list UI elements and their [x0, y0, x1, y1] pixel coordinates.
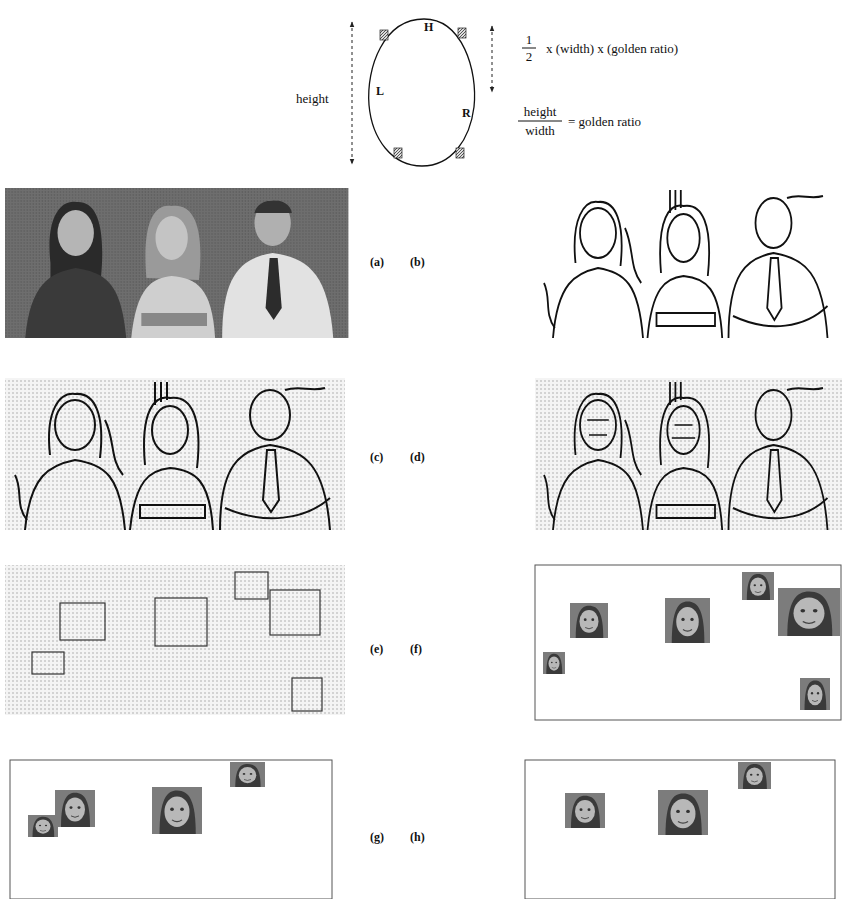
fraction-denominator: 2 [526, 50, 533, 64]
illustration-part [543, 652, 565, 674]
candidate-crops-f [535, 565, 841, 720]
illustration-part [5, 188, 348, 338]
formula-text: = golden ratio [568, 115, 641, 129]
illustration-part [152, 787, 202, 834]
feature-marker [394, 148, 402, 158]
edge-map-d [535, 378, 842, 530]
illustration-part [254, 200, 291, 213]
illustration-part [565, 793, 605, 828]
illustration-part [5, 565, 345, 715]
illustration-part [658, 790, 708, 835]
panel-label: (b) [410, 256, 425, 269]
illustration-part [544, 382, 828, 530]
feature-marker [456, 148, 464, 158]
illustration-part [525, 760, 835, 899]
formula-text: x (width) x (golden ratio) [546, 42, 678, 56]
illustration-part [522, 48, 536, 49]
illustration-part [60, 603, 105, 640]
panel-label: (d) [410, 451, 425, 464]
panel-label: (e) [370, 643, 383, 656]
illustration-part [570, 603, 608, 638]
illustration-part [155, 216, 187, 260]
candidate-boxes-e [5, 565, 345, 715]
illustration-part [131, 276, 215, 338]
panel-label: (f) [410, 643, 422, 656]
fraction-numerator: 1 [526, 33, 533, 47]
illustration-part [738, 762, 771, 789]
illustration-part [15, 382, 330, 530]
illustration-part [145, 206, 200, 280]
illustration-part [535, 188, 842, 338]
photo-a [5, 188, 348, 338]
illustration-part [518, 121, 562, 122]
illustration-part [800, 678, 830, 710]
oval-path [369, 19, 475, 166]
region-letter: L [376, 85, 384, 97]
feature-marker [380, 30, 388, 40]
region-letter: R [462, 107, 471, 119]
illustration-part [292, 678, 322, 711]
illustration-part [778, 588, 840, 636]
panel-label: (g) [370, 831, 384, 844]
edge-map-c [5, 378, 345, 530]
fraction-denominator: width [525, 124, 555, 138]
region-letter: H [424, 21, 433, 33]
dimension-label: height [296, 92, 329, 106]
illustration-part [535, 378, 842, 530]
panel-label: (h) [410, 831, 425, 844]
illustration-part [141, 313, 207, 326]
fraction-numerator: height [524, 105, 557, 119]
illustration-part [544, 382, 828, 530]
illustration-part [28, 815, 58, 837]
feature-marker [458, 28, 466, 38]
illustration-part [49, 202, 102, 278]
edge-map-b [535, 188, 842, 338]
illustration-part [5, 378, 345, 530]
illustration-part [266, 258, 282, 320]
illustration-part [587, 420, 695, 438]
illustration-part [352, 22, 353, 164]
illustration-part [665, 598, 710, 643]
panel-label: (c) [370, 451, 383, 464]
illustration-part [230, 762, 265, 787]
filtered-crops-g [10, 760, 332, 899]
illustration-part [222, 253, 333, 338]
illustration-part [58, 210, 94, 256]
illustration-part [544, 190, 828, 338]
illustration-part [10, 760, 332, 899]
face-oval: H L R [362, 15, 480, 171]
illustration-part [742, 572, 774, 600]
illustration-part [55, 790, 95, 827]
illustration-part [544, 190, 828, 338]
illustration-part [270, 590, 320, 635]
illustration-part [492, 26, 493, 92]
final-faces-h [525, 760, 835, 899]
illustration-part [235, 572, 268, 599]
illustration-part [155, 598, 207, 646]
illustration-part [15, 382, 330, 530]
illustration-part [587, 420, 695, 438]
illustration-part [32, 652, 64, 674]
panel-label: (a) [370, 256, 384, 269]
illustration-part [535, 565, 841, 720]
illustration-part [25, 268, 126, 338]
